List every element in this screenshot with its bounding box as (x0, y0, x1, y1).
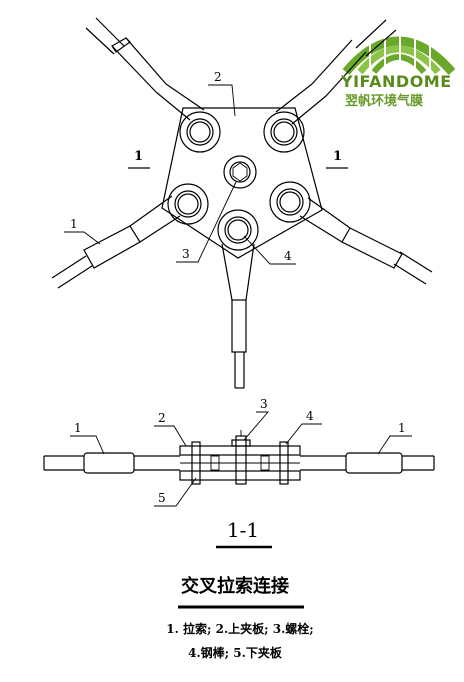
top-plate-section (179, 445, 301, 456)
logo-chinese-name: 翌帆环境气膜 (345, 94, 424, 109)
section-mark-left-label: 1 (134, 149, 143, 164)
callout-cable: 1 (70, 217, 78, 231)
legend-line-1: 1. 拉索; 2.上夹板; 3.螺栓; (166, 622, 314, 636)
cable-arm-lower-left (51, 183, 209, 289)
bottom-plate-section (179, 470, 301, 481)
callout-cable-right: 1 (398, 421, 406, 435)
callout-ring: 4 (284, 249, 292, 263)
cable-arm-upper-right (263, 19, 397, 153)
cable-arm-lower-right (269, 181, 433, 285)
callout-top-plate-section: 2 (158, 411, 166, 425)
section-view-title: 1-1 (226, 518, 260, 542)
center-bolt (223, 155, 257, 189)
top-plate-outline (161, 107, 323, 259)
callout-ring-section: 4 (306, 409, 314, 423)
plan-view: 1 1 2 1 3 4 (51, 17, 433, 389)
yifandome-logo (342, 26, 456, 75)
callout-top-plate: 2 (214, 70, 222, 84)
right-cable-sleeve (345, 452, 403, 474)
callout-bottom-plate-section: 5 (158, 491, 166, 505)
callout-bolt: 3 (182, 247, 190, 261)
section-mark-right-label: 1 (333, 149, 342, 164)
bolt-section (235, 435, 247, 485)
callout-bolt-section: 3 (260, 397, 268, 411)
drawing-title: 交叉拉索连接 (181, 576, 289, 597)
ring-right-section (279, 441, 289, 485)
cable-arm-upper-left (85, 17, 221, 153)
callout-cable-left: 1 (74, 421, 82, 435)
cable-arm-bottom (217, 209, 259, 389)
section-view: 1 1 2 3 4 5 (43, 397, 435, 549)
ring-left-section (191, 441, 201, 485)
legend-line-2: 4.钢棒; 5.下夹板 (188, 646, 282, 660)
logo-brand-name: YIFANDOME (341, 72, 452, 91)
left-cable-sleeve (83, 452, 135, 474)
